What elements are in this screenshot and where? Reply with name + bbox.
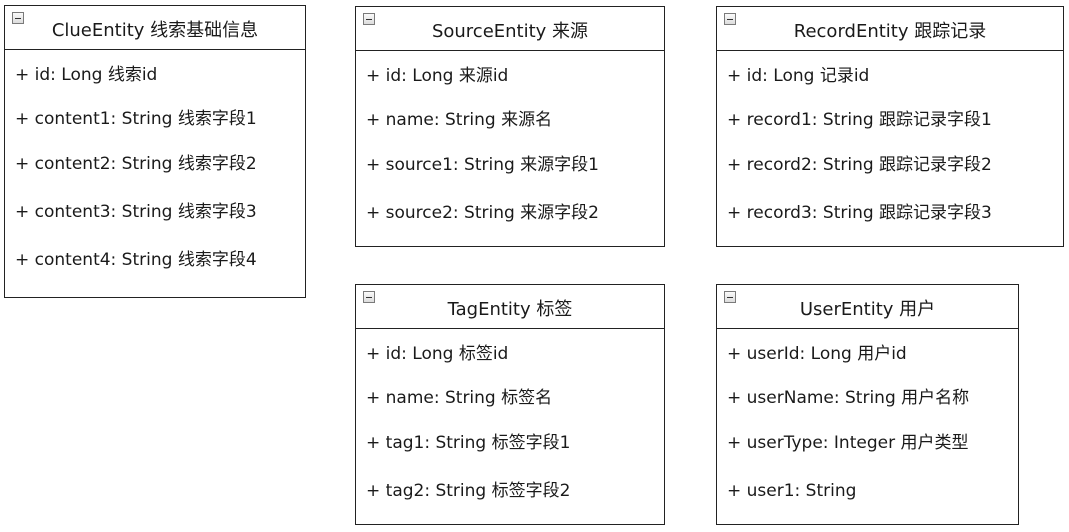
user-entity-title: UserEntity 用户	[799, 298, 936, 320]
attribute-row: + id: Long 标签id	[366, 344, 509, 364]
source-entity-title: SourceEntity 来源	[431, 20, 589, 42]
attribute-row: + content1: String 线索字段1	[15, 109, 257, 129]
tag-entity-title: TagEntity 标签	[447, 298, 573, 320]
clue-entity-title: ClueEntity 线索基础信息	[51, 19, 259, 41]
clue-entity-box[interactable]: ClueEntity 线索基础信息 + id: Long 线索id + cont…	[4, 5, 306, 298]
attribute-row: + userName: String 用户名称	[727, 388, 970, 408]
attribute-row: + id: Long 来源id	[366, 66, 509, 86]
collapse-icon[interactable]	[724, 13, 736, 25]
attribute-row: + record2: String 跟踪记录字段2	[727, 155, 992, 175]
collapse-icon[interactable]	[724, 291, 736, 303]
source-entity-box[interactable]: SourceEntity 来源 + id: Long 来源id + name: …	[355, 6, 665, 247]
attribute-row: + record3: String 跟踪记录字段3	[727, 203, 992, 223]
clue-entity-header: ClueEntity 线索基础信息	[5, 6, 305, 50]
attribute-row: + id: Long 线索id	[15, 65, 158, 85]
attribute-row: + content4: String 线索字段4	[15, 250, 257, 270]
attribute-row: + source2: String 来源字段2	[366, 203, 600, 223]
attribute-row: + name: String 标签名	[366, 388, 553, 408]
attribute-row: + record1: String 跟踪记录字段1	[727, 110, 992, 130]
attribute-row: + user1: String	[727, 481, 857, 501]
attribute-row: + tag2: String 标签字段2	[366, 481, 571, 501]
tag-entity-box[interactable]: TagEntity 标签 + id: Long 标签id + name: Str…	[355, 284, 665, 525]
attribute-row: + content3: String 线索字段3	[15, 202, 257, 222]
attribute-row: + content2: String 线索字段2	[15, 154, 257, 174]
attribute-row: + name: String 来源名	[366, 110, 553, 130]
attribute-row: + source1: String 来源字段1	[366, 155, 600, 175]
attribute-row: + userId: Long 用户id	[727, 344, 907, 364]
tag-entity-header: TagEntity 标签	[356, 285, 664, 329]
source-entity-header: SourceEntity 来源	[356, 7, 664, 51]
collapse-icon[interactable]	[12, 12, 24, 24]
user-entity-header: UserEntity 用户	[717, 285, 1018, 329]
collapse-icon[interactable]	[363, 13, 375, 25]
record-entity-title: RecordEntity 跟踪记录	[793, 20, 987, 42]
record-entity-header: RecordEntity 跟踪记录	[717, 7, 1063, 51]
collapse-icon[interactable]	[363, 291, 375, 303]
attribute-row: + tag1: String 标签字段1	[366, 433, 571, 453]
attribute-row: + userType: Integer 用户类型	[727, 433, 969, 453]
attribute-row: + id: Long 记录id	[727, 66, 870, 86]
user-entity-box[interactable]: UserEntity 用户 + userId: Long 用户id + user…	[716, 284, 1019, 525]
record-entity-box[interactable]: RecordEntity 跟踪记录 + id: Long 记录id + reco…	[716, 6, 1064, 247]
